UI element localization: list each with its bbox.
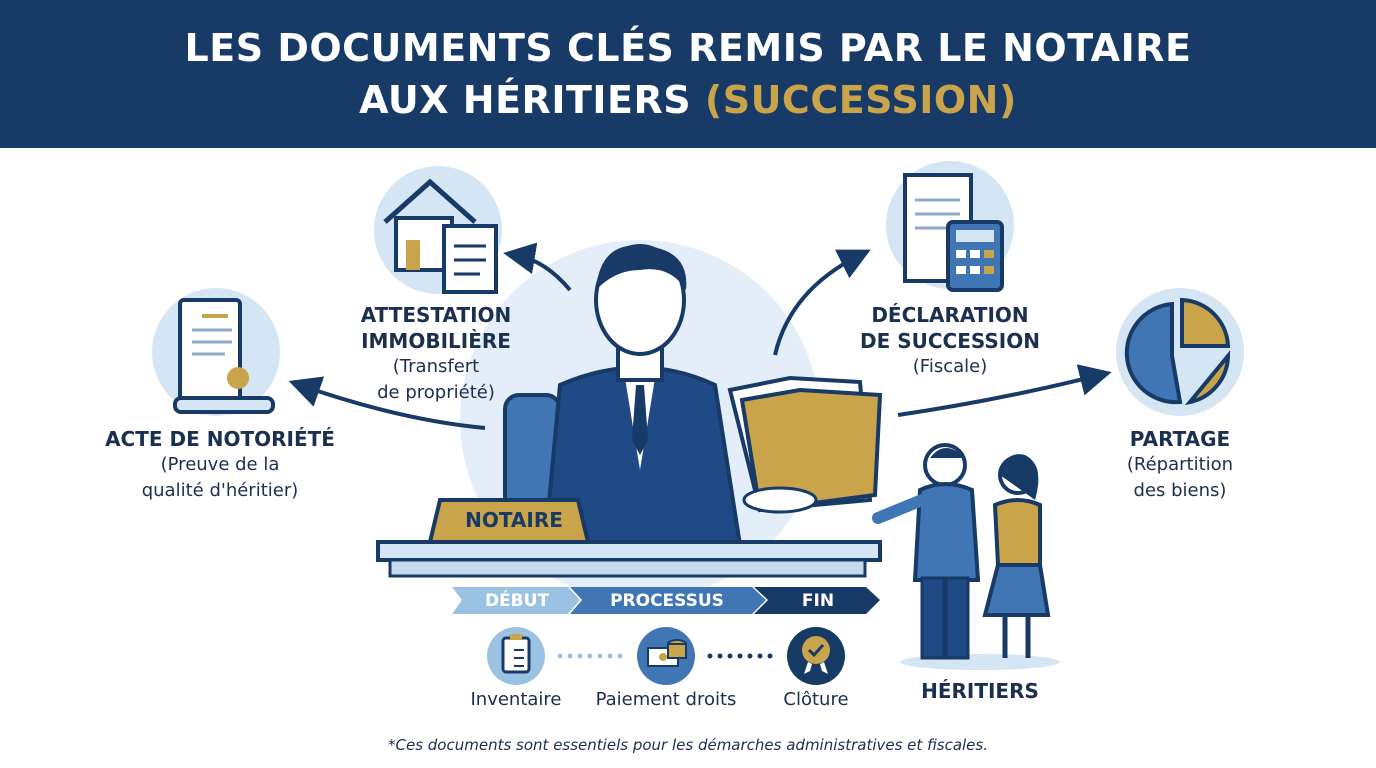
attestation-subtitle-2: de propriété) (377, 382, 495, 403)
clipboard-checklist-icon (487, 627, 545, 685)
attestation-title-1: ATTESTATION (360, 303, 512, 327)
heritiers-text: HÉRITIERS (921, 679, 1039, 703)
partage-label: PARTAGE (Répartition des biens) (1080, 426, 1280, 504)
milestone-inventaire: Inventaire (470, 689, 562, 710)
declaration-succession-label: DÉCLARATION DE SUCCESSION (Fiscale) (830, 302, 1070, 380)
step-processus-chevron (570, 587, 766, 614)
title-main: AUX HÉRITIERS (359, 78, 692, 122)
partage-title: PARTAGE (1129, 427, 1231, 451)
partage-subtitle-2: des biens) (1133, 480, 1227, 501)
arrow-to-declaration (773, 249, 871, 356)
acte-de-notoriete-label: ACTE DE NOTORIÉTÉ (Preuve de la qualité … (70, 426, 370, 504)
title-line-2: AUX HÉRITIERS (SUCCESSION) (359, 74, 1017, 126)
heirs-figures (872, 443, 1060, 670)
acte-title: ACTE DE NOTORIÉTÉ (105, 427, 335, 451)
step-debut: DÉBUT (484, 591, 550, 611)
declaration-subtitle: (Fiscale) (912, 356, 988, 377)
header-banner: LES DOCUMENTS CLÉS REMIS PAR LE NOTAIRE … (0, 0, 1376, 148)
arrow-to-attestation (503, 242, 572, 292)
step-fin: FIN (801, 591, 835, 611)
partage-subtitle-1: (Répartition (1126, 454, 1234, 475)
desk (376, 498, 882, 578)
acte-subtitle-2: qualité d'héritier) (141, 480, 299, 501)
award-badge-icon (787, 627, 845, 685)
scroll-certificate-icon (152, 288, 280, 416)
footnote: *Ces documents sont essentiels pour les … (388, 736, 988, 754)
declaration-title-2: DE SUCCESSION (860, 329, 1040, 353)
milestone-paiement-droits: Paiement droits (595, 689, 737, 710)
attestation-immobiliere-label: ATTESTATION IMMOBILIÈRE (Transfert de pr… (316, 302, 556, 406)
house-document-icon (374, 166, 502, 294)
folder-icon (727, 375, 883, 514)
acte-subtitle-1: (Preuve de la (160, 454, 280, 475)
attestation-title-2: IMMOBILIÈRE (361, 329, 511, 353)
pie-chart-icon (1116, 288, 1244, 416)
step-processus: PROCESSUS (610, 591, 724, 611)
dotted-connector (557, 653, 623, 659)
step-fin-chevron (754, 587, 880, 614)
arrow-to-acte (288, 376, 486, 430)
attestation-subtitle-1: (Transfert (392, 356, 480, 377)
document-calculator-icon (886, 161, 1014, 292)
declaration-title-1: DÉCLARATION (871, 303, 1029, 327)
title-accent: (SUCCESSION) (704, 78, 1017, 122)
money-coins-icon (637, 627, 695, 685)
step-debut-chevron (452, 587, 580, 614)
arrow-to-partage (897, 364, 1112, 417)
title-line-1: LES DOCUMENTS CLÉS REMIS PAR LE NOTAIRE (184, 26, 1192, 70)
dotted-connector (707, 653, 773, 659)
notaire-nameplate: NOTAIRE (465, 508, 563, 532)
milestone-cloture: Clôture (783, 689, 849, 710)
heritiers-label: HÉRITIERS (880, 678, 1080, 704)
